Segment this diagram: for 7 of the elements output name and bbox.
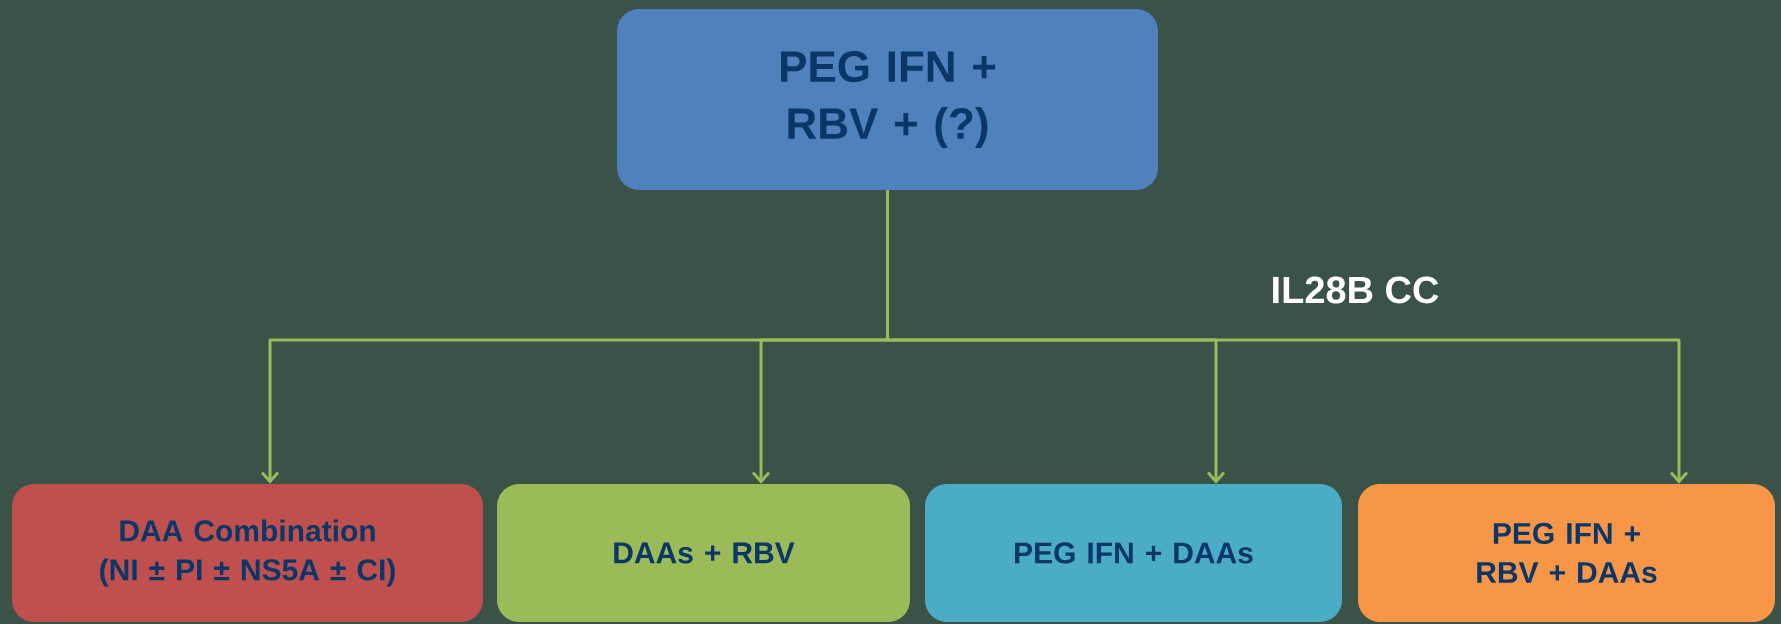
treatment-box: DAA Combination (NI ± PI ± NS5A ± CI) xyxy=(12,484,483,622)
group-label: IL28B CC xyxy=(1273,276,1439,304)
treatment-box: PEG IFN + RBV + (?) xyxy=(617,9,1158,190)
treatment-box: PEG IFN + DAAs xyxy=(925,484,1342,622)
treatment-box: DAAs + RBV xyxy=(497,484,910,622)
treatment-box: PEG IFN + RBV + DAAs xyxy=(1358,484,1775,622)
arrow xyxy=(886,190,1689,484)
